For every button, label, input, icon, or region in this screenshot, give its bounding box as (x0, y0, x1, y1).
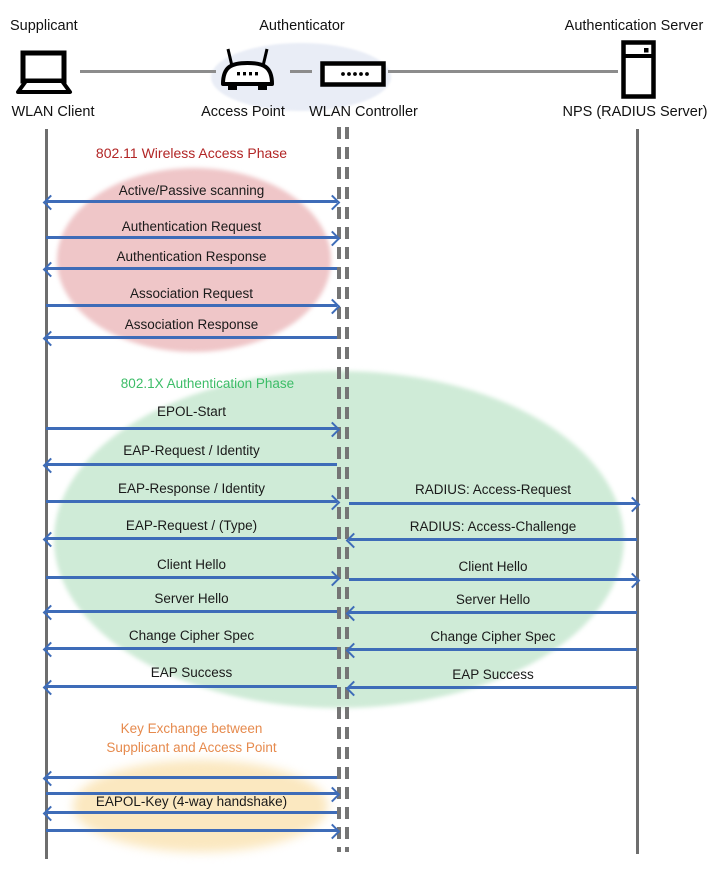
message-arrow-left (46, 811, 337, 814)
message-arrow-left (349, 686, 637, 689)
device-label-access-point: Access Point (201, 104, 285, 120)
message-arrow-left (46, 610, 337, 613)
message-arrow-left (46, 336, 337, 339)
lifeline-wlan-client (45, 129, 48, 859)
message-label: EAP Success (452, 667, 534, 682)
message-label: Change Cipher Spec (430, 629, 556, 644)
message-label: Server Hello (455, 592, 531, 607)
wireless-phase-ellipse (57, 168, 331, 352)
phase-title-key-exchange-line1: Key Exchange between (120, 721, 263, 736)
access-point-icon (218, 46, 277, 93)
message-arrow-left (46, 685, 337, 688)
message-arrow-left (46, 267, 337, 270)
message-label: EAP-Request / Identity (123, 443, 260, 458)
message-label: Server Hello (154, 591, 229, 606)
phase-title-dot1x: 802.1X Authentication Phase (120, 376, 295, 391)
server-icon (620, 40, 657, 99)
message-label: EAP-Response / Identity (117, 481, 266, 496)
message-arrow-right (46, 427, 337, 430)
wlan-controller-icon (320, 61, 386, 87)
message-arrow-left (46, 537, 337, 540)
role-label-supplicant: Supplicant (10, 18, 78, 34)
connector-line (80, 70, 216, 73)
message-arrow-right (46, 304, 337, 307)
message-arrow-right (349, 502, 637, 505)
message-arrow-right (349, 578, 637, 581)
device-label-wlan-controller: WLAN Controller (309, 104, 418, 120)
lifeline-wlan-controller-left (337, 127, 341, 852)
message-arrow-left (349, 538, 637, 541)
device-label-nps: NPS (RADIUS Server) (562, 104, 708, 120)
message-arrow-left (46, 463, 337, 466)
message-arrow-both (46, 200, 337, 203)
phase-title-wireless: 802.11 Wireless Access Phase (95, 145, 288, 161)
phase-title-key-exchange-line2: Supplicant and Access Point (106, 740, 277, 755)
message-label: EAP-Request / (Type) (125, 518, 258, 533)
message-arrow-left (46, 647, 337, 650)
connector-line (290, 70, 312, 73)
message-arrow-right (46, 792, 337, 795)
message-label: Active/Passive scanning (118, 183, 265, 198)
message-label: Authentication Response (116, 249, 267, 264)
message-label: Client Hello (458, 559, 528, 574)
message-arrow-right (46, 500, 337, 503)
message-label: EPOL-Start (156, 404, 227, 419)
message-label: EAPOL-Key (4-way handshake) (95, 794, 288, 809)
message-label: Authentication Request (121, 219, 262, 234)
role-label-authenticator: Authenticator (259, 18, 345, 34)
message-arrow-right (46, 829, 337, 832)
message-label: Change Cipher Spec (128, 628, 255, 643)
message-label: EAP Success (150, 665, 233, 680)
message-arrow-left (349, 648, 637, 651)
lifeline-wlan-controller-right (345, 127, 349, 852)
message-label: Client Hello (156, 557, 227, 572)
message-arrow-right (46, 576, 337, 579)
message-label: Association Request (129, 286, 254, 301)
lifeline-nps (636, 129, 639, 854)
laptop-icon (12, 50, 76, 96)
message-label: RADIUS: Access-Request (414, 482, 572, 497)
connector-line (388, 70, 618, 73)
message-arrow-left (349, 611, 637, 614)
device-label-wlan-client: WLAN Client (11, 104, 95, 120)
message-arrow-left (46, 776, 337, 779)
message-label: RADIUS: Access-Challenge (409, 519, 577, 534)
message-arrow-right (46, 236, 337, 239)
role-label-auth-server: Authentication Server (564, 18, 704, 34)
message-label: Association Response (124, 317, 259, 332)
